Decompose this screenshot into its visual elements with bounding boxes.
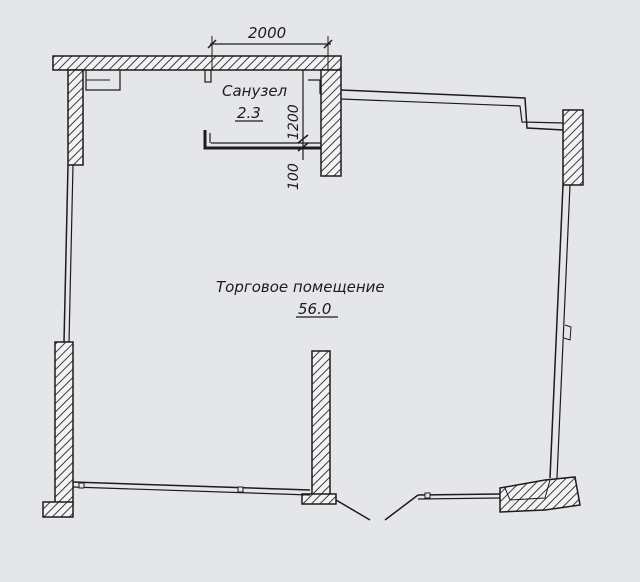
sales-area-area: 56.0 bbox=[298, 300, 331, 318]
top-right-wall-inner bbox=[340, 98, 565, 124]
bathroom-name: Санузел bbox=[222, 82, 288, 100]
sales-area-name: Торговое помещение bbox=[216, 278, 385, 296]
dimension-vertical: 1200 100 bbox=[286, 70, 309, 190]
dimension-1200-label: 1200 bbox=[286, 104, 302, 140]
dimension-2000: 2000 bbox=[207, 24, 333, 70]
left-wall-thin-inner bbox=[68, 164, 74, 343]
bottom-right-corner-block bbox=[499, 476, 581, 513]
bathroom-partition-wall bbox=[320, 69, 342, 177]
bathroom-inner-wall bbox=[203, 130, 321, 150]
right-wall-upper bbox=[562, 109, 584, 186]
right-wall-outer bbox=[549, 184, 564, 479]
pipe-stub bbox=[204, 69, 212, 83]
partition-niche bbox=[308, 79, 321, 94]
entrance-door-right-leaf bbox=[384, 494, 419, 521]
storefront-window-inner bbox=[72, 486, 311, 496]
dimension-100-label: 100 bbox=[286, 163, 302, 190]
top-wall bbox=[52, 55, 342, 71]
right-wall-inner bbox=[556, 184, 571, 479]
central-column bbox=[311, 350, 331, 497]
left-wall-lower bbox=[54, 341, 74, 505]
top-right-wall-outer bbox=[340, 89, 565, 131]
right-storefront-outer bbox=[417, 493, 501, 496]
entrance-door-left-leaf bbox=[335, 499, 371, 521]
right-wall-column bbox=[563, 324, 572, 341]
central-column-base bbox=[301, 493, 337, 505]
dimension-2000-label: 2000 bbox=[248, 24, 286, 42]
right-storefront-inner bbox=[417, 497, 501, 500]
bathroom-area: 2.3 bbox=[237, 104, 261, 122]
storefront-window-outer bbox=[72, 481, 311, 491]
left-corner-base bbox=[42, 501, 74, 518]
left-wall-upper bbox=[67, 69, 84, 166]
left-wall-thin-outer bbox=[63, 164, 69, 343]
